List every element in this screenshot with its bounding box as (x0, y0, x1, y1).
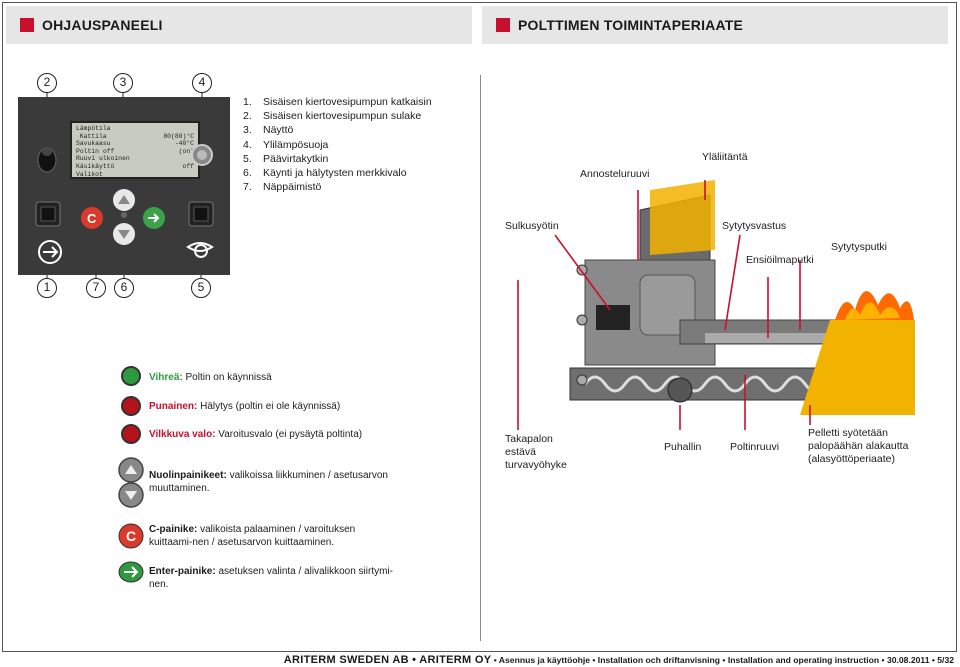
arrow-down-button-icon (113, 223, 135, 245)
lcd-line: Lämpötila (76, 125, 111, 132)
callout-number: 4 (192, 73, 212, 93)
label-top-connection: Yläliitäntä (702, 151, 748, 163)
green-led-icon (121, 366, 141, 386)
auger-screw (583, 375, 827, 393)
status-led-icon (121, 212, 127, 218)
lcd-line: Savukaasu-40°C (76, 140, 194, 148)
label-blower: Puhallin (664, 441, 702, 453)
callout-number: 2 (37, 73, 57, 93)
footer-text: • Asennus ja käyttöohje • Installation o… (491, 655, 954, 665)
label-ignition-resistor: Sytytysvastus (722, 220, 787, 232)
main-power-switch-icon (188, 201, 214, 227)
pump-switch-icon (35, 201, 61, 227)
lock-feeder (596, 305, 630, 330)
legend-blink: Vilkkuva valo: Varoitusvalo (ei pysäytä … (149, 429, 363, 440)
legend-arrows: Nuolinpainikeet: valikoissa liikkuminen … (149, 470, 388, 494)
overheat-protection-icon (191, 144, 213, 166)
callout-number: 7 (86, 278, 106, 298)
enter-button-legend-icon (118, 561, 144, 583)
callout-number: 3 (113, 73, 133, 93)
flame-symbol-icon (186, 242, 214, 258)
label-ignition-tube: Sytytysputki (831, 241, 888, 253)
column-divider (480, 75, 481, 641)
red-square-icon (20, 18, 34, 32)
component-list: 1.Sisäisen kiertovesipumpun katkaisin 2.… (243, 95, 432, 194)
label-burner-screw: Poltinruuvi (730, 441, 780, 453)
fan (667, 377, 693, 403)
list-item: 1.Sisäisen kiertovesipumpun katkaisin (243, 96, 432, 108)
callout-leader-lines (517, 180, 811, 430)
callout-number: 1 (37, 278, 57, 298)
label-lock-feeder: Sulkusyötin (505, 220, 559, 232)
label-primary-air-tube: Ensiöilmaputki (746, 254, 814, 266)
legend-c-button: C-painike: valikoista palaaminen / varoi… (149, 524, 356, 548)
callout-number: 6 (114, 278, 134, 298)
burner-diagram (517, 180, 915, 430)
list-item: 5.Päävirtakytkin (243, 152, 329, 165)
blinking-led-icon (121, 424, 141, 444)
arrow-buttons-icon (118, 457, 144, 508)
red-led-icon (121, 396, 141, 416)
section-header-control-panel: OHJAUSPANEELI (6, 6, 472, 44)
c-button-legend-icon: C (118, 523, 144, 549)
page-footer: ARITERM SWEDEN AB • ARITERM OY • Asennus… (0, 654, 960, 666)
lcd-line: Valikot (76, 170, 103, 178)
lcd-line: Ruuvi ulkoinen (76, 155, 130, 163)
svg-text:C: C (87, 211, 97, 226)
legend-red: Punainen: Hälytys (poltin ei ole käynnis… (149, 401, 341, 412)
section-header-burner-principle: POLTTIMEN TOIMINTAPERIAATE (482, 6, 948, 44)
list-item: 2.Sisäisen kiertovesipumpun sulake (243, 110, 422, 123)
callout-number: 5 (191, 278, 211, 298)
arrow-up-button-icon (113, 189, 135, 211)
list-item: 7.Näppäimistö (243, 181, 322, 194)
footer-brand: ARITERM SWEDEN AB • ARITERM OY (283, 654, 492, 666)
label-pellet-feed: Pelletti syötetään palopäähän alakautta … (808, 427, 909, 465)
section-title: POLTTIMEN TOIMINTAPERIAATE (518, 17, 744, 33)
primary-air-tube (705, 333, 865, 343)
fuse-knob-icon (37, 147, 57, 173)
enter-button-icon (143, 207, 165, 229)
red-square-icon (496, 18, 510, 32)
c-button-icon: C (81, 207, 103, 229)
label-dosing-screw: Annosteluruuvi (580, 168, 650, 180)
section-title: OHJAUSPANEELI (42, 17, 163, 33)
label-backfire-zone: Takapalon estävä turvavyöhyke (505, 433, 567, 471)
pellet-pile (800, 320, 915, 415)
svg-text:C: C (126, 528, 136, 544)
panel-controls: C (35, 144, 214, 264)
list-item: 4.Ylilämpösuoja (243, 138, 329, 151)
pump-symbol-icon (38, 240, 62, 264)
list-item: 3.Näyttö (243, 124, 294, 137)
legend-green: Vihreä: Poltin on käynnissä (149, 372, 272, 383)
legend-enter-button: Enter-painike: asetuksen valinta / aliva… (149, 566, 393, 590)
lcd-line: Poltin off(on) (76, 147, 194, 155)
pellet-hopper (639, 180, 715, 261)
list-item: 6.Käynti ja hälytysten merkkivalo (243, 167, 407, 180)
